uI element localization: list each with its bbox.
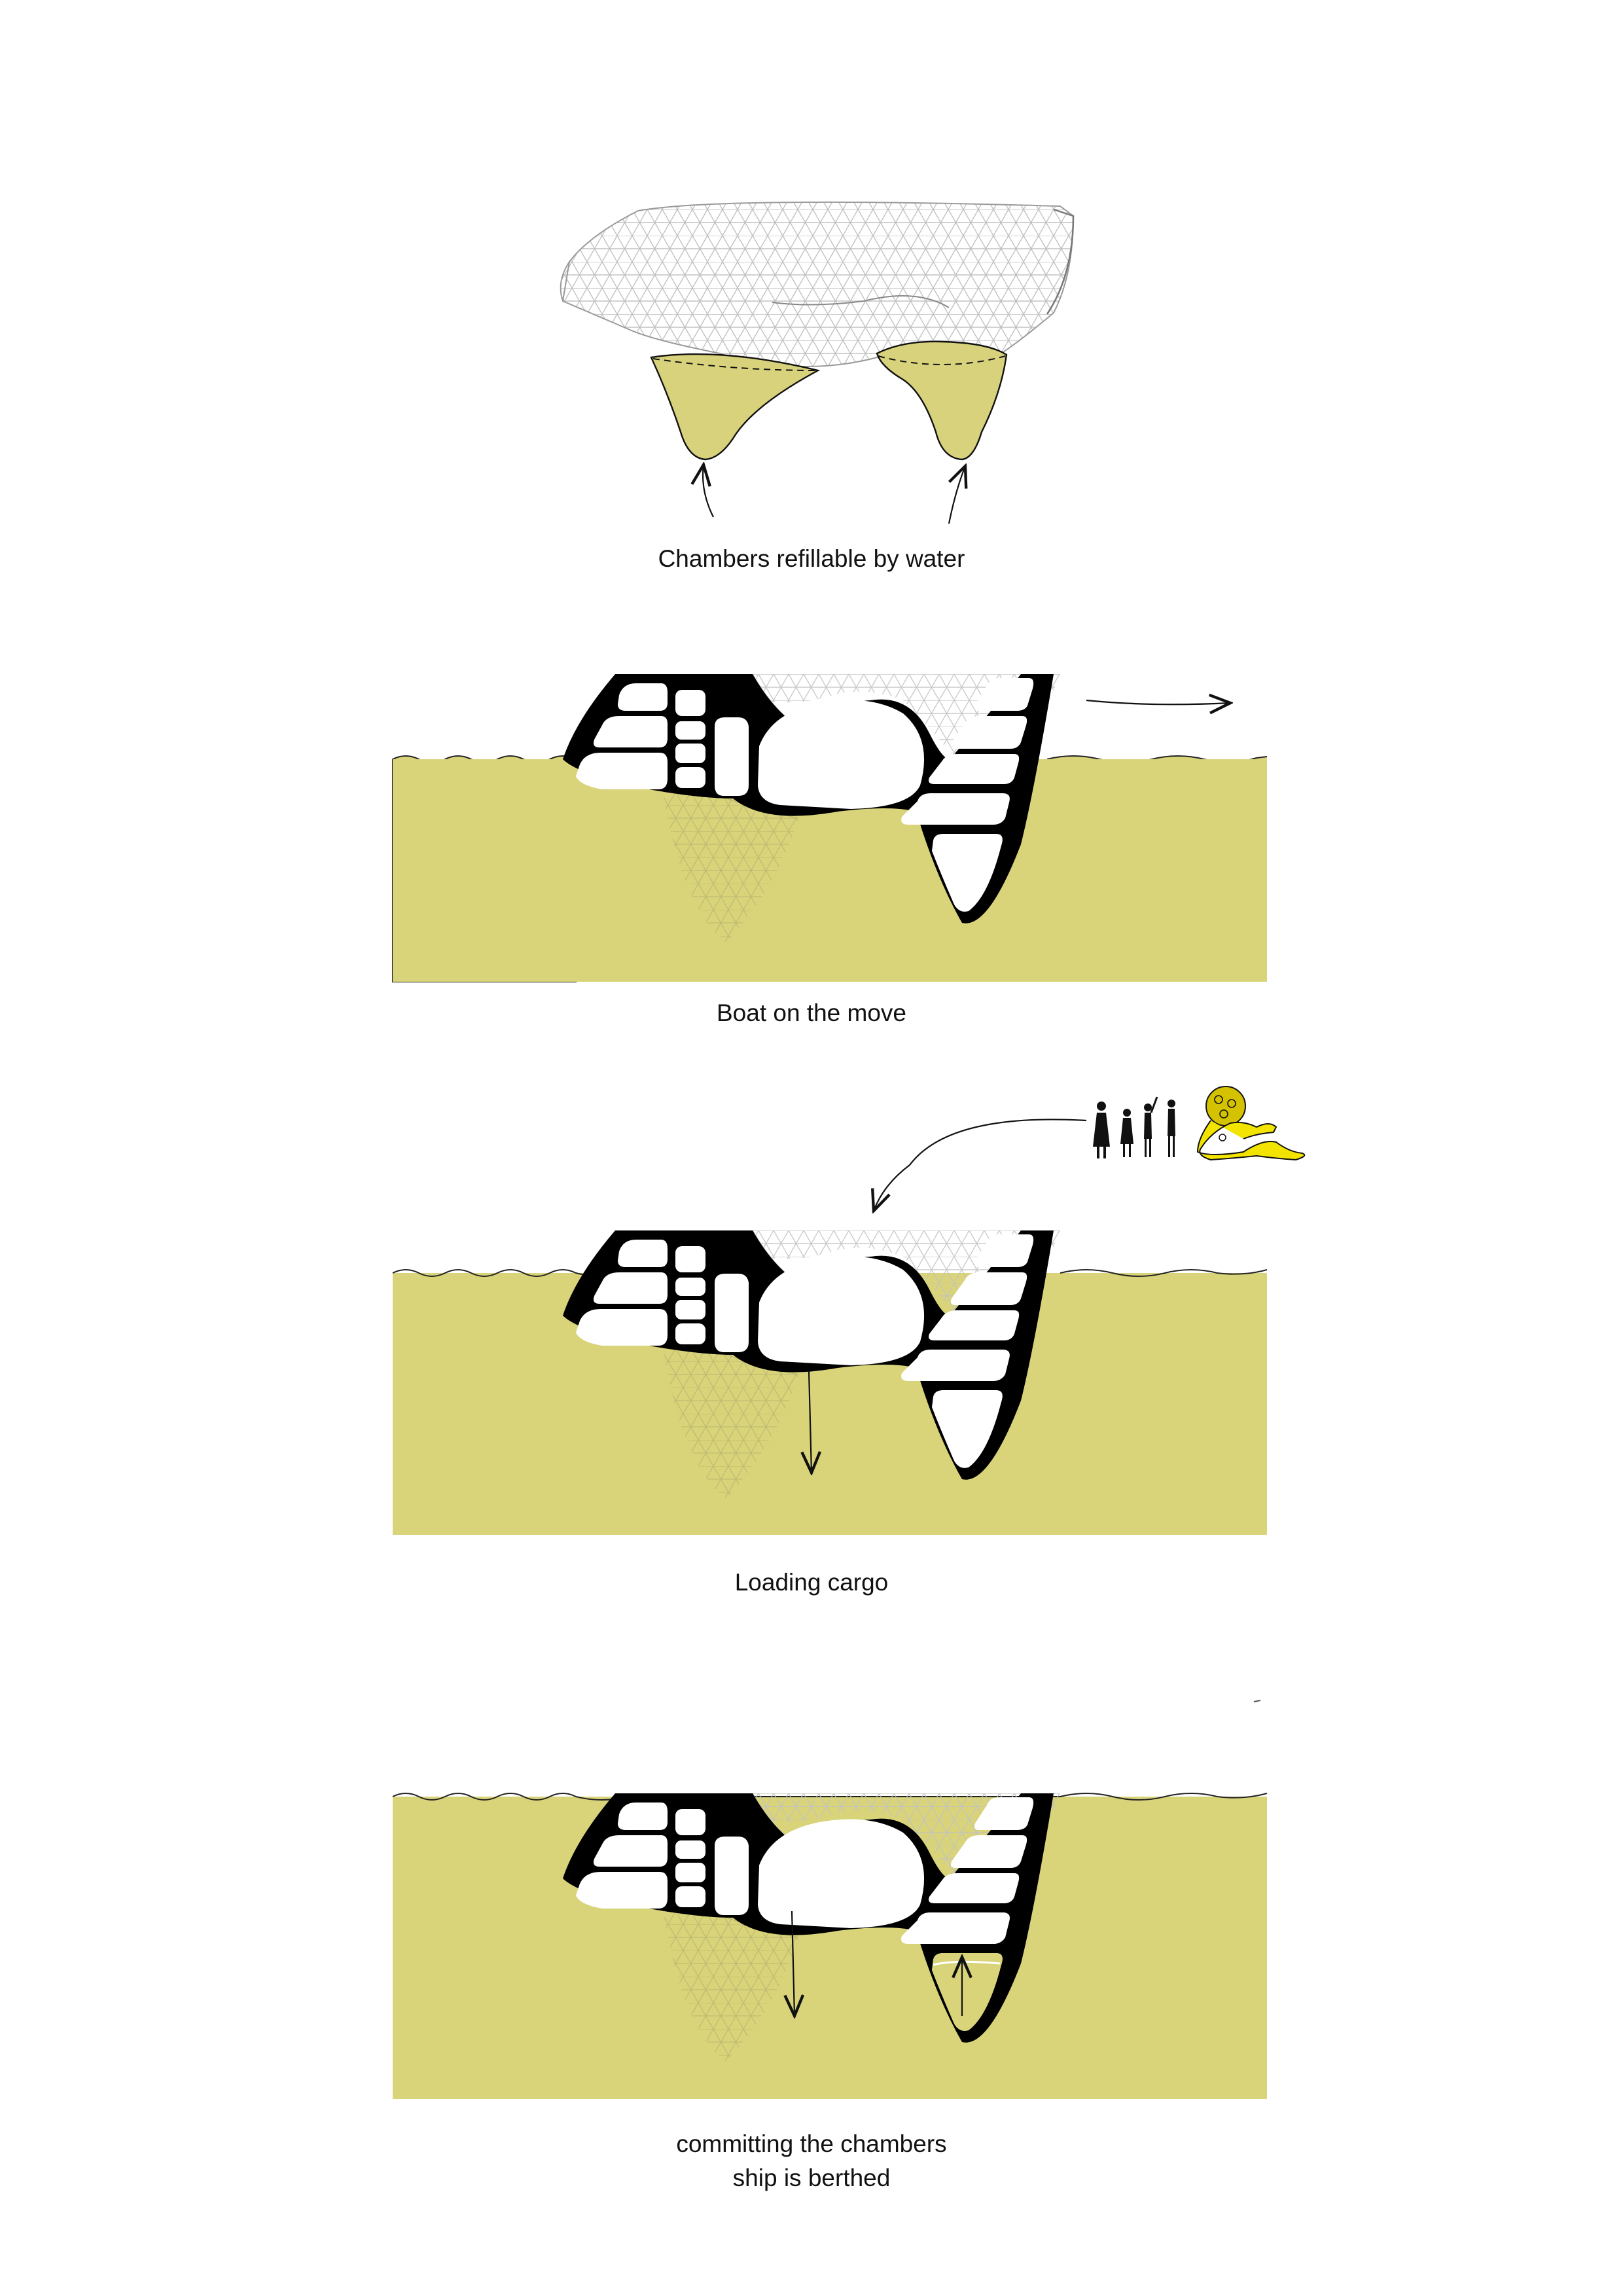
- arrow-right-icon: [1086, 700, 1230, 704]
- step1-mesh-hull: [560, 201, 1075, 368]
- human-figure-icon: [1093, 1102, 1110, 1158]
- caption-step1: Chambers refillable by water: [658, 545, 965, 572]
- arrow-down-icon: [809, 1371, 812, 1473]
- arrow-up-icon: [703, 465, 714, 518]
- human-figure-icon: [1144, 1096, 1158, 1157]
- reclining-figure-icon: [1196, 1086, 1306, 1161]
- arrow-curve-icon: [874, 1119, 1087, 1211]
- caption-step2: Boat on the move: [716, 999, 907, 1026]
- step4-hull: [563, 1793, 1061, 2062]
- stray-mark: [1253, 1700, 1261, 1702]
- caption-step4-line2: ship is berthed: [732, 2164, 891, 2191]
- arrow-down-icon: [792, 1910, 794, 2016]
- step3-figures: [1093, 1086, 1306, 1161]
- caption-step3: Loading cargo: [734, 1569, 889, 1596]
- arrow-up-icon: [948, 466, 965, 524]
- step1-chamber-left: [650, 353, 821, 461]
- human-figure-icon: [1168, 1100, 1175, 1157]
- caption-step4-line1: committing the chambers: [676, 2130, 947, 2157]
- step1-chamber-right: [876, 340, 1008, 461]
- human-figure-icon: [1120, 1109, 1133, 1157]
